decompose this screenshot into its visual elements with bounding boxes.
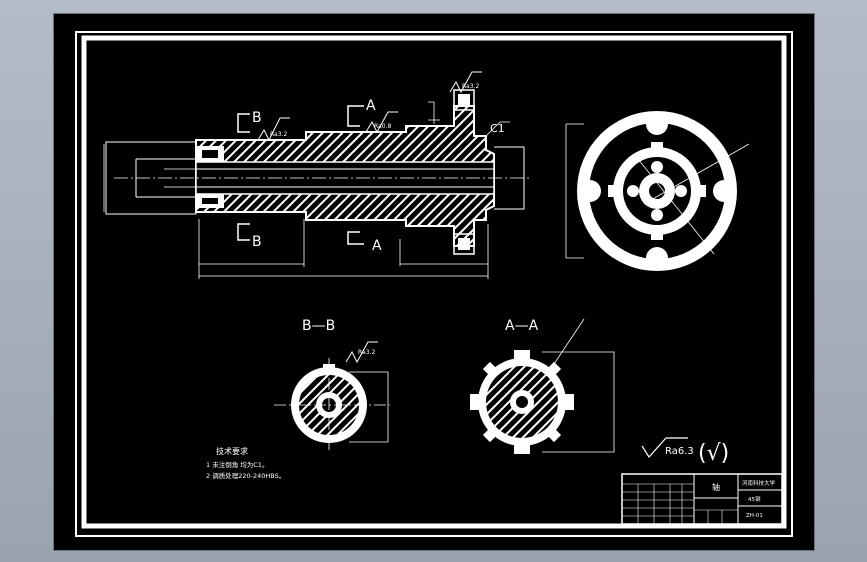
surface-finish-mark: (√)	[698, 441, 729, 466]
cad-drawing: B B A A C1 Ra3.2 Ra0.8 Ra3.2 B—B	[75, 31, 793, 537]
title-block	[621, 473, 783, 525]
section-mark-a-top: A	[366, 98, 376, 114]
surface-finish-value: Ra6.3	[665, 446, 694, 457]
outer-frame	[75, 31, 793, 537]
title-drawing-no: ZH-01	[746, 513, 763, 519]
title-drawing-name: 轴	[712, 482, 720, 492]
section-mark-b-top: B	[252, 110, 262, 126]
section-aa-title: A—A	[505, 318, 539, 334]
drawing-sheet: B B A A C1 Ra3.2 Ra0.8 Ra3.2 B—B	[54, 14, 814, 550]
roughness-left: Ra3.2	[270, 131, 287, 138]
title-material: 45钢	[748, 495, 761, 503]
section-aa	[470, 318, 615, 454]
tech-req-line1: 1 未注倒角 均为C1。	[206, 460, 268, 469]
shaft-main-view	[103, 71, 529, 279]
title-school: 河南科技大学	[742, 479, 776, 487]
end-view	[565, 111, 750, 271]
roughness-symbol	[641, 437, 688, 458]
section-bb	[274, 341, 390, 450]
section-bb-roughness: Ra3.2	[358, 349, 375, 356]
roughness-mid: Ra0.8	[374, 123, 391, 130]
tech-req-line2: 2 调质处理220-240HBS。	[206, 471, 285, 480]
inner-frame	[81, 35, 787, 529]
roughness-right: Ra3.2	[462, 83, 479, 90]
section-mark-b-bottom: B	[252, 234, 262, 250]
section-bb-title: B—B	[302, 318, 335, 334]
chamfer-label: C1	[490, 122, 505, 135]
tech-req-heading: 技术要求	[216, 446, 248, 456]
section-mark-a-bottom: A	[372, 238, 382, 254]
